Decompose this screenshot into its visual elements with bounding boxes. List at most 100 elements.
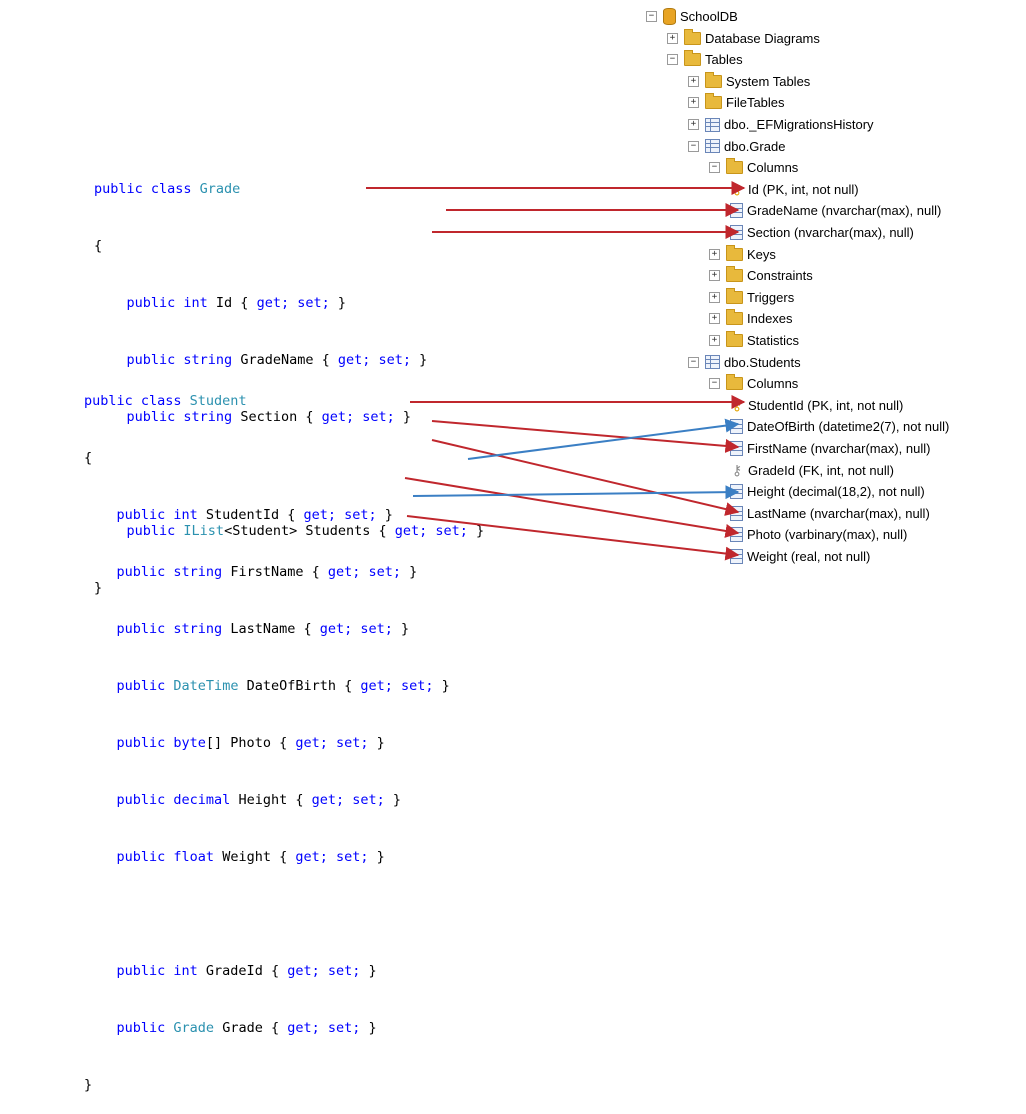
close-brace: } bbox=[376, 507, 393, 523]
tree-node[interactable]: −Tables bbox=[667, 49, 743, 70]
property-name: <Student> Students { bbox=[224, 523, 395, 539]
tree-node[interactable]: +Constraints bbox=[709, 265, 813, 286]
close-brace: } bbox=[411, 352, 428, 368]
folder-icon bbox=[684, 28, 701, 45]
collapse-icon[interactable]: − bbox=[709, 162, 720, 174]
folder-icon bbox=[726, 331, 743, 347]
expand-icon[interactable]: + bbox=[688, 119, 699, 130]
property-name: Weight { bbox=[222, 849, 296, 865]
table-icon bbox=[705, 139, 720, 154]
expand-icon[interactable]: + bbox=[709, 291, 720, 303]
tree-node[interactable]: +Indexes bbox=[709, 308, 793, 329]
keyword: public string bbox=[126, 352, 241, 368]
tree-node[interactable]: −dbo.Grade bbox=[688, 136, 785, 157]
tree-node[interactable]: +Triggers bbox=[709, 287, 794, 308]
property-name: StudentId { bbox=[205, 507, 304, 523]
arrow-photo bbox=[404, 477, 740, 538]
tree-node-label: dbo.Students bbox=[724, 354, 801, 370]
accessor: get; set; bbox=[337, 352, 412, 368]
property-name: [] Photo { bbox=[205, 735, 296, 751]
tree-node-label: SchoolDB bbox=[680, 9, 738, 24]
tree-node[interactable]: +FileTables bbox=[688, 92, 785, 113]
keyword: public bbox=[116, 1020, 174, 1036]
arrow-dateofbirth bbox=[467, 418, 740, 460]
tree-node[interactable]: − SchoolDB bbox=[646, 6, 738, 27]
open-brace: { bbox=[94, 238, 103, 254]
tree-node[interactable]: ⚷GradeId (FK, int, not null) bbox=[730, 460, 894, 481]
property-line: public int Id { get; set; } bbox=[94, 294, 484, 313]
type-name: IList bbox=[183, 523, 225, 539]
tree-node[interactable]: + Statistics bbox=[709, 330, 799, 351]
student-class-declaration: public class Student bbox=[84, 392, 450, 411]
close-brace: } bbox=[360, 963, 377, 979]
accessor: get; set; bbox=[321, 409, 395, 425]
keyword: public decimal bbox=[116, 792, 239, 808]
tree-node[interactable]: −Columns bbox=[709, 373, 798, 394]
close-brace: } bbox=[368, 849, 385, 865]
expand-icon[interactable]: + bbox=[709, 248, 720, 260]
table-icon bbox=[705, 355, 720, 370]
close-brace: } bbox=[384, 792, 402, 808]
keyword: public float bbox=[116, 849, 223, 865]
property-name: Section { bbox=[240, 409, 322, 425]
type-name: Grade bbox=[173, 1020, 215, 1036]
tree-node[interactable]: −Columns bbox=[709, 157, 798, 178]
collapse-icon[interactable]: − bbox=[709, 378, 720, 390]
property-name: Height { bbox=[238, 792, 312, 808]
close-brace: } bbox=[329, 295, 346, 311]
tree-node-label: Height (decimal(18,2), not null) bbox=[747, 484, 925, 500]
collapse-icon[interactable]: − bbox=[667, 54, 678, 66]
property-line: public int StudentId { get; set; } bbox=[84, 506, 450, 525]
collapse-icon[interactable]: − bbox=[646, 11, 657, 22]
keyword: public byte bbox=[116, 735, 206, 751]
collapse-icon[interactable]: − bbox=[688, 356, 699, 368]
folder-icon bbox=[726, 374, 743, 391]
property-line: public Grade Grade { get; set; } bbox=[84, 1019, 450, 1038]
tree-node-label: GradeName (nvarchar(max), null) bbox=[747, 203, 942, 219]
property-name: Grade { bbox=[214, 1020, 288, 1036]
accessor: get; set; bbox=[287, 963, 361, 979]
expand-icon[interactable]: + bbox=[709, 270, 720, 282]
tree-node[interactable]: − dbo.Students bbox=[688, 352, 801, 373]
property-name: Id { bbox=[215, 295, 257, 311]
property-name: GradeId { bbox=[205, 963, 288, 979]
accessor: get; set; bbox=[319, 621, 393, 637]
property-line: public int GradeId { get; set; } bbox=[84, 962, 450, 981]
tree-node[interactable]: +Keys bbox=[709, 244, 776, 265]
property-name: FirstName { bbox=[230, 564, 328, 580]
tree-node[interactable]: + Database Diagrams bbox=[667, 28, 820, 49]
property-line: public decimal Height { get; set; } bbox=[84, 791, 450, 810]
folder-icon bbox=[705, 93, 722, 110]
table-icon bbox=[705, 117, 720, 132]
accessor: get; set; bbox=[287, 1020, 361, 1036]
accessor: get; set; bbox=[256, 295, 330, 311]
close-brace: } bbox=[84, 1077, 93, 1093]
collapse-icon[interactable]: − bbox=[688, 140, 699, 152]
tree-node-label: Database Diagrams bbox=[705, 30, 820, 46]
expand-icon[interactable]: + bbox=[688, 75, 699, 87]
tree-node[interactable]: +dbo._EFMigrationsHistory bbox=[688, 114, 874, 135]
property-line: public string Section { get; set; } bbox=[94, 408, 484, 427]
tree-node[interactable]: +System Tables bbox=[688, 71, 810, 92]
arrow-height bbox=[412, 485, 740, 500]
class-name: Grade bbox=[199, 181, 241, 197]
mapping-arrows bbox=[366, 181, 746, 561]
arrow-firstname bbox=[431, 420, 740, 453]
property-line: public string GradeName { get; set; } bbox=[94, 351, 484, 370]
expand-icon[interactable]: + bbox=[667, 32, 678, 44]
close-brace: } bbox=[368, 735, 385, 751]
tree-node-label: DateOfBirth (datetime2(7), not null) bbox=[747, 419, 950, 435]
keyword: public int bbox=[126, 295, 216, 311]
open-brace: { bbox=[84, 450, 93, 466]
tree-node-label: Statistics bbox=[747, 333, 800, 348]
expand-icon[interactable]: + bbox=[688, 97, 699, 109]
arrow-lastname bbox=[431, 439, 740, 516]
property-name: LastName { bbox=[230, 621, 320, 637]
keyword: public string bbox=[116, 621, 231, 637]
class-name: Student bbox=[189, 393, 247, 409]
expand-icon[interactable]: + bbox=[709, 335, 720, 346]
close-brace: } bbox=[394, 409, 412, 425]
tree-node-label: Weight (real, not null) bbox=[747, 549, 871, 564]
close-brace: } bbox=[360, 1020, 377, 1036]
expand-icon[interactable]: + bbox=[709, 313, 720, 325]
